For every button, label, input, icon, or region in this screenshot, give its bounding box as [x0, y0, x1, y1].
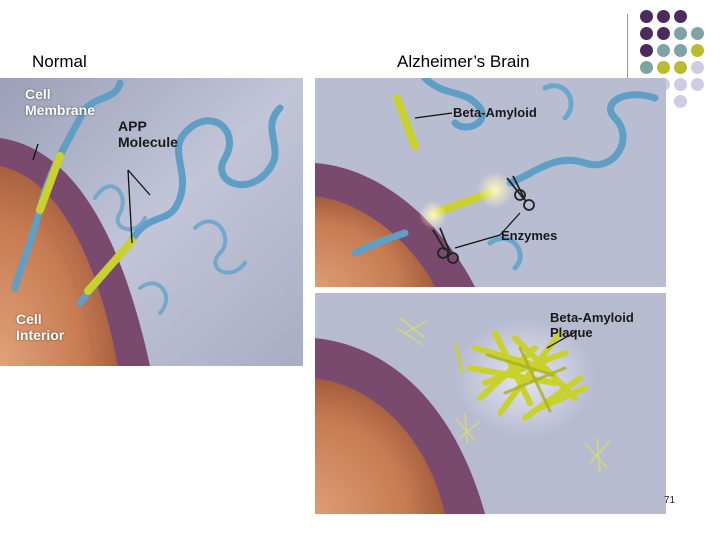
dot [674, 27, 687, 40]
dot [640, 61, 653, 74]
dot [691, 27, 704, 40]
label-beta-amyloid-plaque: Beta-Amyloid Plaque [550, 310, 634, 340]
normal-cell-illustration [0, 78, 303, 366]
plaque-illustration [315, 293, 666, 514]
scissors-icon [432, 227, 459, 264]
beta-amyloid-fragment [393, 94, 419, 150]
label-pointers [414, 112, 521, 249]
app-fragments [93, 184, 247, 315]
cell-interior [315, 378, 445, 514]
dot [640, 44, 653, 57]
label-app-molecule: APP Molecule [118, 118, 178, 150]
panel-alzheimers-plaque: Beta-Amyloid Plaque [315, 293, 666, 514]
scissors-icon [506, 175, 535, 211]
decorative-divider [627, 14, 628, 108]
heading-normal: Normal [32, 52, 87, 71]
dot [691, 61, 704, 74]
page-number: 71 [664, 495, 676, 506]
label-beta-amyloid: Beta-Amyloid [453, 105, 537, 120]
cleavage-illustration [315, 78, 666, 287]
app-molecule-2 [76, 104, 284, 307]
cell-interior [0, 166, 118, 366]
dot [657, 27, 670, 40]
dot [640, 10, 653, 23]
app-molecule-1 [11, 79, 124, 292]
dot [657, 10, 670, 23]
dot [640, 27, 653, 40]
label-cell-membrane: Cell Membrane [25, 86, 96, 118]
dot [674, 95, 687, 108]
label-pointers [32, 143, 151, 244]
label-pointer [546, 330, 578, 349]
dot [674, 78, 687, 91]
label-enzymes: Enzymes [501, 228, 558, 243]
label-cell-interior: Cell Interior [16, 311, 65, 343]
dot [691, 44, 704, 57]
dot [657, 44, 670, 57]
panel-normal-cell: Cell Membrane APP Molecule Cell Interior [0, 78, 303, 366]
dot [674, 44, 687, 57]
cleavage-glow [477, 172, 513, 208]
small-fibril-clusters [396, 317, 611, 474]
dot [674, 61, 687, 74]
panel-alzheimers-cleavage: Beta-Amyloid Enzymes [315, 78, 666, 287]
dot [657, 61, 670, 74]
dot [691, 78, 704, 91]
dot [674, 10, 687, 23]
heading-alzheimers-brain: Alzheimer’s Brain [397, 52, 530, 71]
